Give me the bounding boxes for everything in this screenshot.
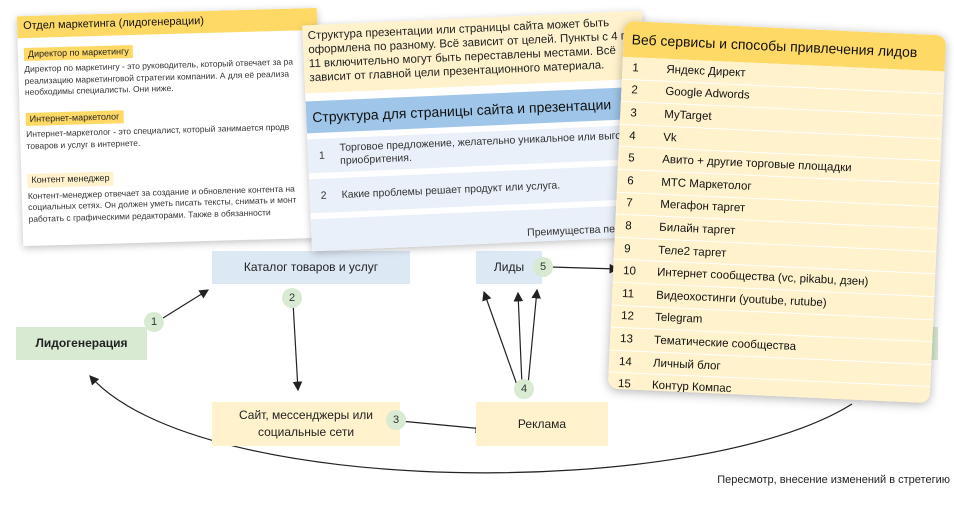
item-label: Яндекс Директ (666, 63, 746, 80)
node-leads-label: Лиды (493, 260, 525, 274)
arrow-feedback-loop (89, 375, 853, 474)
node-site-label: Сайт, мессенджеры или социальные сети (239, 408, 373, 439)
item-number: 2 (631, 84, 639, 97)
node-catalog-label: Каталог товаров и услуг (243, 260, 379, 274)
row-number (311, 235, 339, 236)
item-label: Видеохостинги (youtube, rutube) (655, 289, 827, 310)
item-label: МТС Маркетолог (660, 176, 752, 193)
step-badge-2: 2 (282, 288, 302, 308)
role-title: Контент менеджер (27, 171, 114, 188)
arrow-leads-to-services (549, 263, 620, 274)
item-number: 3 (630, 107, 638, 120)
services-list: 1 Яндекс Директ 2 Google Adwords 3 MyTarget 4 V… (607, 56, 945, 404)
feedback-note: Пересмотр, внесение изменений в стретеги… (717, 474, 950, 486)
item-number: 12 (620, 310, 635, 323)
arrow-ads-to-leads-a (482, 290, 518, 386)
item-label: Тематические сообщества (653, 334, 797, 353)
node-ads-label: Реклама (517, 416, 567, 431)
item-number: 5 (628, 152, 635, 165)
row-text: Торговое предложение, желательно уникаль… (339, 129, 634, 167)
role-description: Интернет-маркетолог - это специалист, ко… (26, 121, 290, 151)
item-number: 4 (629, 129, 636, 143)
role-title: Интернет-маркетолог (25, 109, 124, 127)
marketing-department-card: Отдел маркетинга (лидогенерации) Директо… (16, 7, 324, 247)
item-number: 10 (622, 265, 637, 278)
role-description: Контент-менеджер отвечает за создание и … (27, 183, 297, 224)
item-label: Google Adwords (665, 86, 750, 103)
item-number: 11 (621, 287, 635, 301)
item-label: Авито + другие торговые площадки (661, 153, 852, 175)
item-label: Теле2 таргет (657, 244, 727, 260)
role-title: Директор по маркетингу (23, 44, 133, 62)
item-number: 9 (623, 242, 631, 255)
item-label: Telegram (654, 311, 703, 327)
node-ads: Реклама (476, 402, 608, 446)
item-number: 14 (618, 355, 633, 369)
item-number: 8 (624, 220, 632, 233)
item-label: Личный блог (652, 357, 721, 373)
item-label: MyTarget (664, 108, 712, 123)
step-badge-4: 4 (514, 379, 534, 399)
item-label: Билайн таргет (658, 221, 736, 238)
services-card: Веб сервисы и способы привлечения лидов … (607, 20, 947, 404)
structure-intro: Структура презентации или страницы сайта… (302, 10, 645, 94)
node-site: Сайт, мессенджеры или социальные сети (212, 402, 400, 446)
step-badge-3: 3 (386, 410, 406, 430)
item-label: Мегафон таргет (659, 199, 746, 215)
row-number: 2 (320, 189, 327, 202)
item-label: Vk (662, 131, 677, 144)
node-catalog: Каталог товаров и услуг (212, 251, 410, 284)
row-text: Какие проблемы решает продукт или услуга… (341, 178, 561, 201)
item-number: 1 (632, 62, 640, 75)
structure-card: Структура презентации или страницы сайта… (302, 10, 652, 252)
item-number: 6 (626, 174, 634, 188)
role-description: Директор по маркетингу - это руководител… (24, 56, 294, 98)
arrow-ads-to-leads-b (513, 291, 524, 386)
step-badge-5: 5 (533, 257, 553, 277)
arrow-site-to-ads (399, 420, 486, 433)
item-number: 7 (625, 197, 633, 210)
row-number: 1 (318, 149, 326, 162)
item-number: 13 (619, 332, 634, 346)
arrow-ads-to-leads-c (527, 288, 541, 386)
node-lead-generation: Лидогенерация (16, 327, 147, 360)
node-leads: Лиды (476, 251, 542, 284)
arrow-catalog-to-site (292, 301, 303, 392)
node-lead-generation-label: Лидогенерация (35, 336, 128, 350)
step-badge-1: 1 (144, 312, 164, 332)
